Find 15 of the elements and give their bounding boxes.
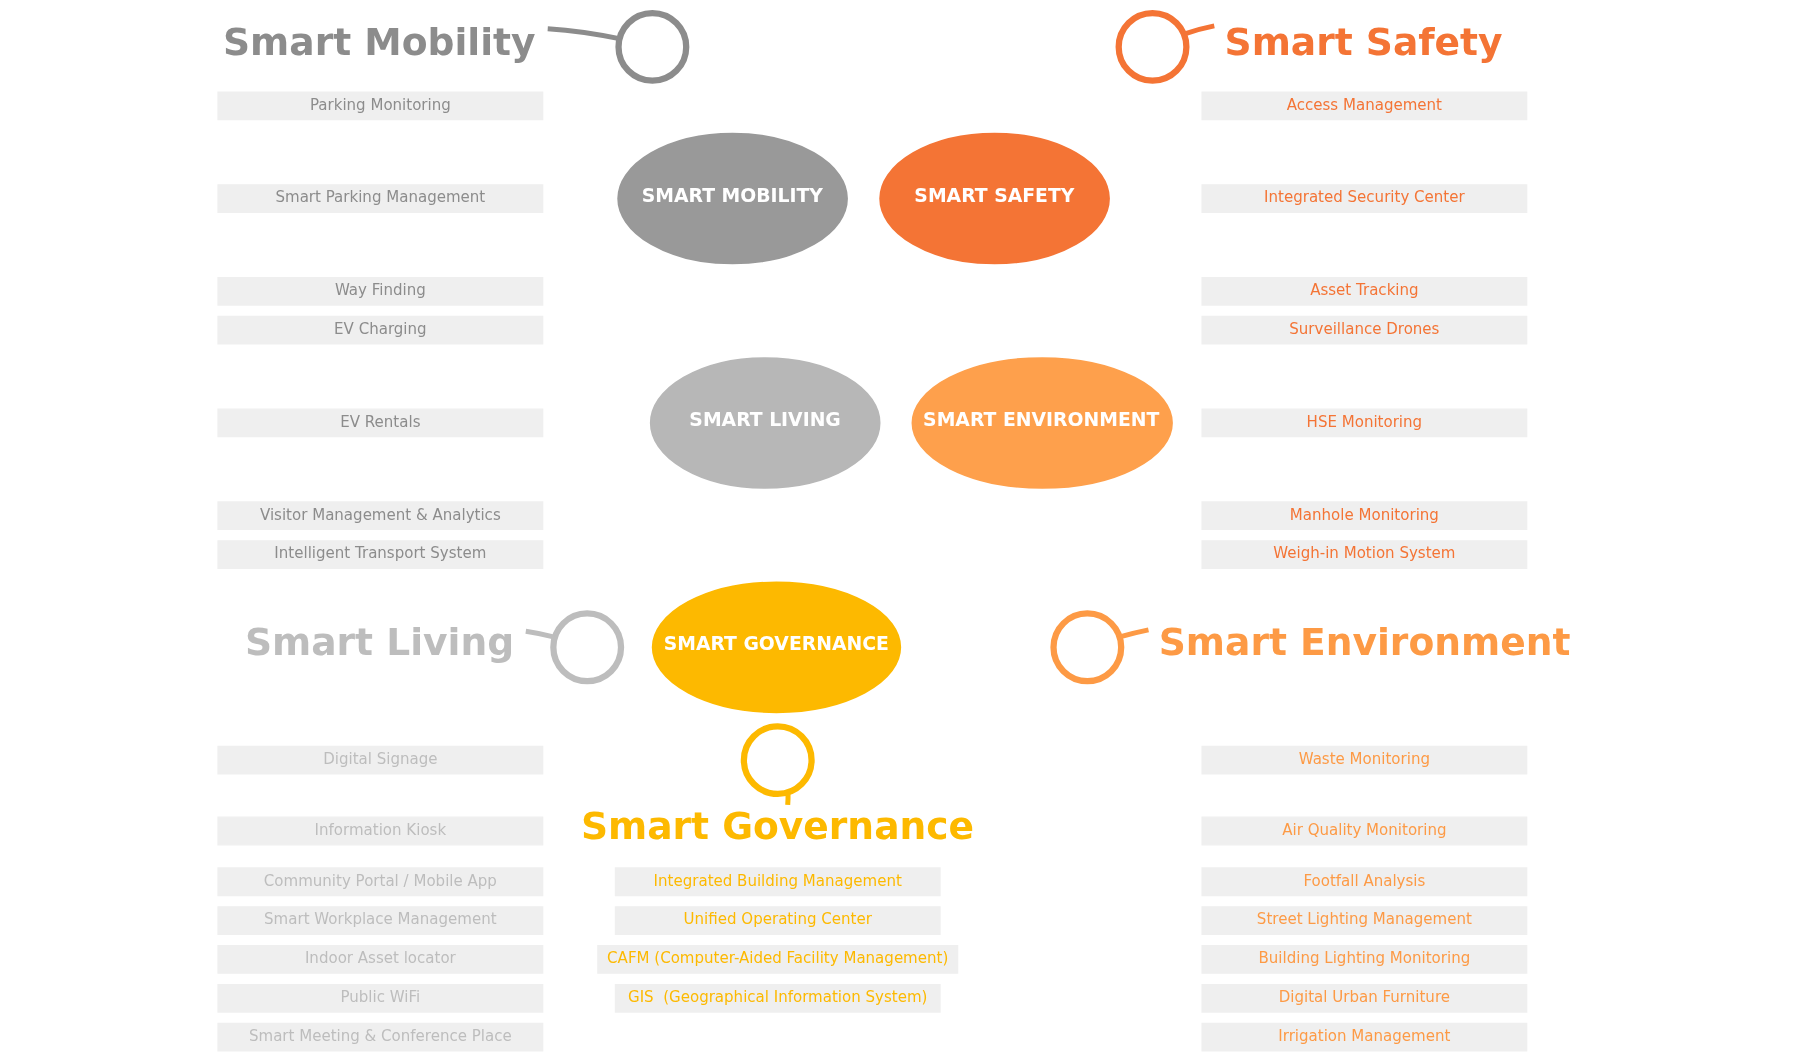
node-circle <box>550 610 625 685</box>
node-text: Smart Governance <box>580 804 975 849</box>
connector <box>1183 23 1215 37</box>
node-text: Smart Safety <box>1224 20 1503 65</box>
connector <box>547 26 620 42</box>
node-circle <box>1115 9 1190 84</box>
connector <box>1119 627 1149 640</box>
node-circle <box>740 723 815 798</box>
node-text: Smart Environment <box>1158 620 1571 665</box>
connector <box>785 792 791 806</box>
connector <box>525 628 556 640</box>
node-circle <box>1050 610 1125 685</box>
node-text: Smart Living <box>244 620 515 665</box>
node-circle <box>615 9 690 84</box>
node-text: Smart Mobility <box>223 20 536 65</box>
